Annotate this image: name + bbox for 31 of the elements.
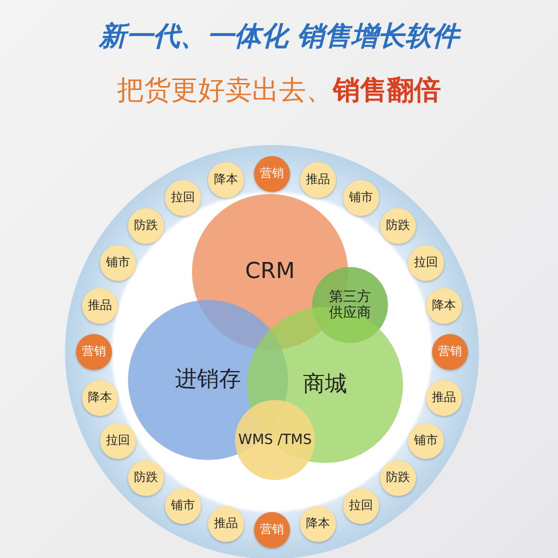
circle-label: 拉回 (349, 499, 373, 514)
circle-label: 降本 (88, 391, 112, 405)
circle-label: 拉回 (414, 256, 438, 270)
circle-label: WMS /TMS (238, 432, 312, 448)
circle-label: 营销 (260, 523, 284, 537)
circle-label: 铺市 (106, 256, 130, 270)
circle-label: 拉回 (171, 190, 195, 205)
circle-label: 防跌 (134, 470, 158, 485)
circle-label: 降本 (306, 517, 330, 531)
circle-label: 防跌 (134, 219, 158, 234)
circle-label: 商城 (303, 372, 347, 398)
circle-label: 营销 (438, 345, 462, 359)
subtitle: 把货更好卖出去、销售翻倍 (117, 74, 441, 108)
circle-label: 铺市 (171, 499, 195, 514)
title: 新一代、一体化 销售增长软件 (98, 20, 460, 54)
circle-label: 第三方供应商 (328, 288, 372, 322)
circle-label: 进销存 (175, 367, 241, 393)
circle-label: 防跌 (386, 470, 410, 485)
circle-label: 营销 (260, 167, 284, 181)
circle-label: CRM (245, 259, 295, 285)
circle-label: 营销 (82, 345, 106, 359)
circle-label: 防跌 (386, 219, 410, 234)
circle-label: 拉回 (106, 434, 130, 448)
circle-label: 铺市 (349, 190, 373, 205)
circle-label: 降本 (214, 173, 238, 187)
circle-label: 推品 (306, 173, 330, 187)
circle-label: 铺市 (414, 434, 438, 448)
circle-label: 推品 (214, 517, 238, 531)
circle-label: 推品 (88, 299, 112, 313)
circle-label: 推品 (432, 391, 456, 405)
circle-label: 降本 (432, 299, 456, 313)
